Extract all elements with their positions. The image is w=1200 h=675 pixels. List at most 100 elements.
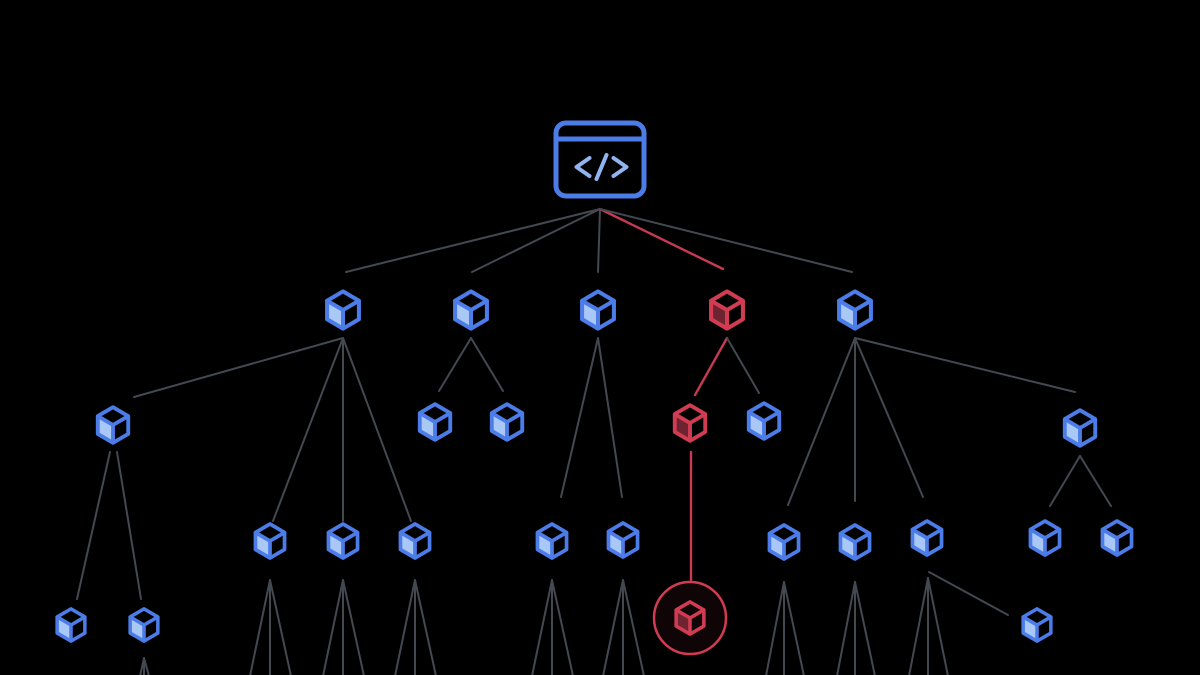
- package-cube-icon: [837, 289, 873, 331]
- tree-edge-a1-a1a: [76, 451, 111, 600]
- tree-edge-c-c2: [597, 337, 623, 498]
- tree-edge-b-b1: [438, 337, 472, 392]
- cube-outline: [128, 607, 160, 643]
- truncated-edge-fan-e3: [908, 577, 929, 675]
- tree-edge-a-a4: [342, 337, 412, 522]
- truncated-edge-fan-c2: [622, 579, 645, 675]
- tree-edge-a1-a1b: [116, 451, 142, 600]
- package-cube-icon: [674, 600, 706, 636]
- tree-edge-a-a1: [133, 337, 344, 398]
- window-frame: [553, 120, 647, 199]
- truncated-edge-fan-a1b: [143, 657, 150, 675]
- package-node-a: [325, 289, 361, 331]
- cube-outline: [453, 289, 489, 331]
- tree-edge-e-e4: [854, 337, 1076, 393]
- package-cube-icon: [910, 519, 944, 557]
- tree-edge-root-a: [345, 208, 601, 273]
- package-node-a2: [253, 522, 287, 560]
- truncated-edge-fan-e1: [765, 581, 785, 675]
- chevron-right-icon: [611, 156, 629, 178]
- cube-left-face: [255, 532, 270, 558]
- package-node-c: [580, 289, 616, 331]
- tree-edge-root-e: [599, 208, 853, 273]
- package-cube-icon: [1021, 607, 1053, 643]
- package-node-e4b: [1100, 519, 1134, 557]
- package-cube-icon: [709, 289, 745, 331]
- package-node-c1: [535, 522, 569, 560]
- code-window-icon: [553, 120, 647, 199]
- cube-left-face: [400, 532, 415, 558]
- package-node-e4a: [1028, 519, 1062, 557]
- truncated-edge-fan-a2: [269, 579, 292, 675]
- package-node-e: [837, 289, 873, 331]
- code-glyph: [574, 153, 629, 181]
- cube-left-face: [769, 533, 784, 559]
- cube-left-face: [1030, 529, 1045, 555]
- tree-edge-root-b: [471, 208, 601, 273]
- package-node-d1a: [652, 580, 728, 656]
- cube-left-face: [537, 532, 552, 558]
- cube-outline: [709, 289, 745, 331]
- cube-outline: [55, 607, 87, 643]
- truncated-edge-fan-a4: [414, 579, 437, 675]
- truncated-edge-fan-c1: [551, 579, 574, 675]
- truncated-edge-fan-e2: [854, 581, 876, 675]
- tree-edge-c-c1: [560, 337, 599, 498]
- package-node-e3a: [1021, 607, 1053, 643]
- cube-outline: [489, 402, 525, 442]
- cube-outline: [838, 523, 872, 561]
- tree-edge-root-d: [598, 207, 725, 271]
- slash-icon: [594, 153, 609, 181]
- tree-edge-a-a2: [272, 337, 344, 522]
- cube-outline: [746, 401, 782, 441]
- cube-outline: [674, 600, 706, 636]
- package-node-a1: [95, 405, 131, 445]
- package-node-b2: [489, 402, 525, 442]
- cube-outline: [1062, 408, 1098, 448]
- package-cube-icon: [453, 289, 489, 331]
- cube-outline: [326, 522, 360, 560]
- tree-edge-d-d1: [693, 336, 729, 397]
- cube-left-face: [608, 531, 623, 557]
- package-cube-icon: [489, 402, 525, 442]
- package-cube-icon: [398, 522, 432, 560]
- chevron-left-icon: [574, 156, 592, 178]
- cube-outline: [672, 403, 708, 443]
- tree-edge-d-d2: [726, 337, 760, 394]
- package-cube-icon: [1062, 408, 1098, 448]
- cube-outline: [910, 519, 944, 557]
- cube-outline: [1021, 607, 1053, 643]
- cube-left-face: [840, 533, 855, 559]
- package-node-e4: [1062, 408, 1098, 448]
- tree-edge-b-b2: [470, 337, 504, 392]
- package-node-e3: [910, 519, 944, 557]
- cube-outline: [1028, 519, 1062, 557]
- tree-edge-e-e1: [787, 337, 856, 506]
- tree-edge-root-c: [597, 208, 601, 273]
- cube-outline: [580, 289, 616, 331]
- package-cube-icon: [326, 522, 360, 560]
- cube-left-face: [912, 529, 927, 555]
- package-cube-icon: [417, 402, 453, 442]
- cube-outline: [535, 522, 569, 560]
- tree-edge-e3-e3a: [928, 571, 1009, 616]
- cube-outline: [398, 522, 432, 560]
- package-cube-icon: [580, 289, 616, 331]
- package-cube-icon: [95, 405, 131, 445]
- package-cube-icon: [606, 521, 640, 559]
- package-node-b: [453, 289, 489, 331]
- cube-outline: [1100, 519, 1134, 557]
- package-node-a3: [326, 522, 360, 560]
- package-node-a1b: [128, 607, 160, 643]
- package-node-a1a: [55, 607, 87, 643]
- package-cube-icon: [253, 522, 287, 560]
- tree-edge-e-e3: [854, 337, 924, 498]
- package-cube-icon: [672, 403, 708, 443]
- truncated-edge-fan-a3: [342, 579, 365, 675]
- truncated-edge-fan-c2: [602, 579, 624, 675]
- truncated-edge-fan-c1: [531, 579, 553, 675]
- truncated-edge-fan-e2: [836, 581, 856, 675]
- truncated-edge-fan-a4: [394, 579, 416, 675]
- cube-outline: [325, 289, 361, 331]
- package-cube-icon: [128, 607, 160, 643]
